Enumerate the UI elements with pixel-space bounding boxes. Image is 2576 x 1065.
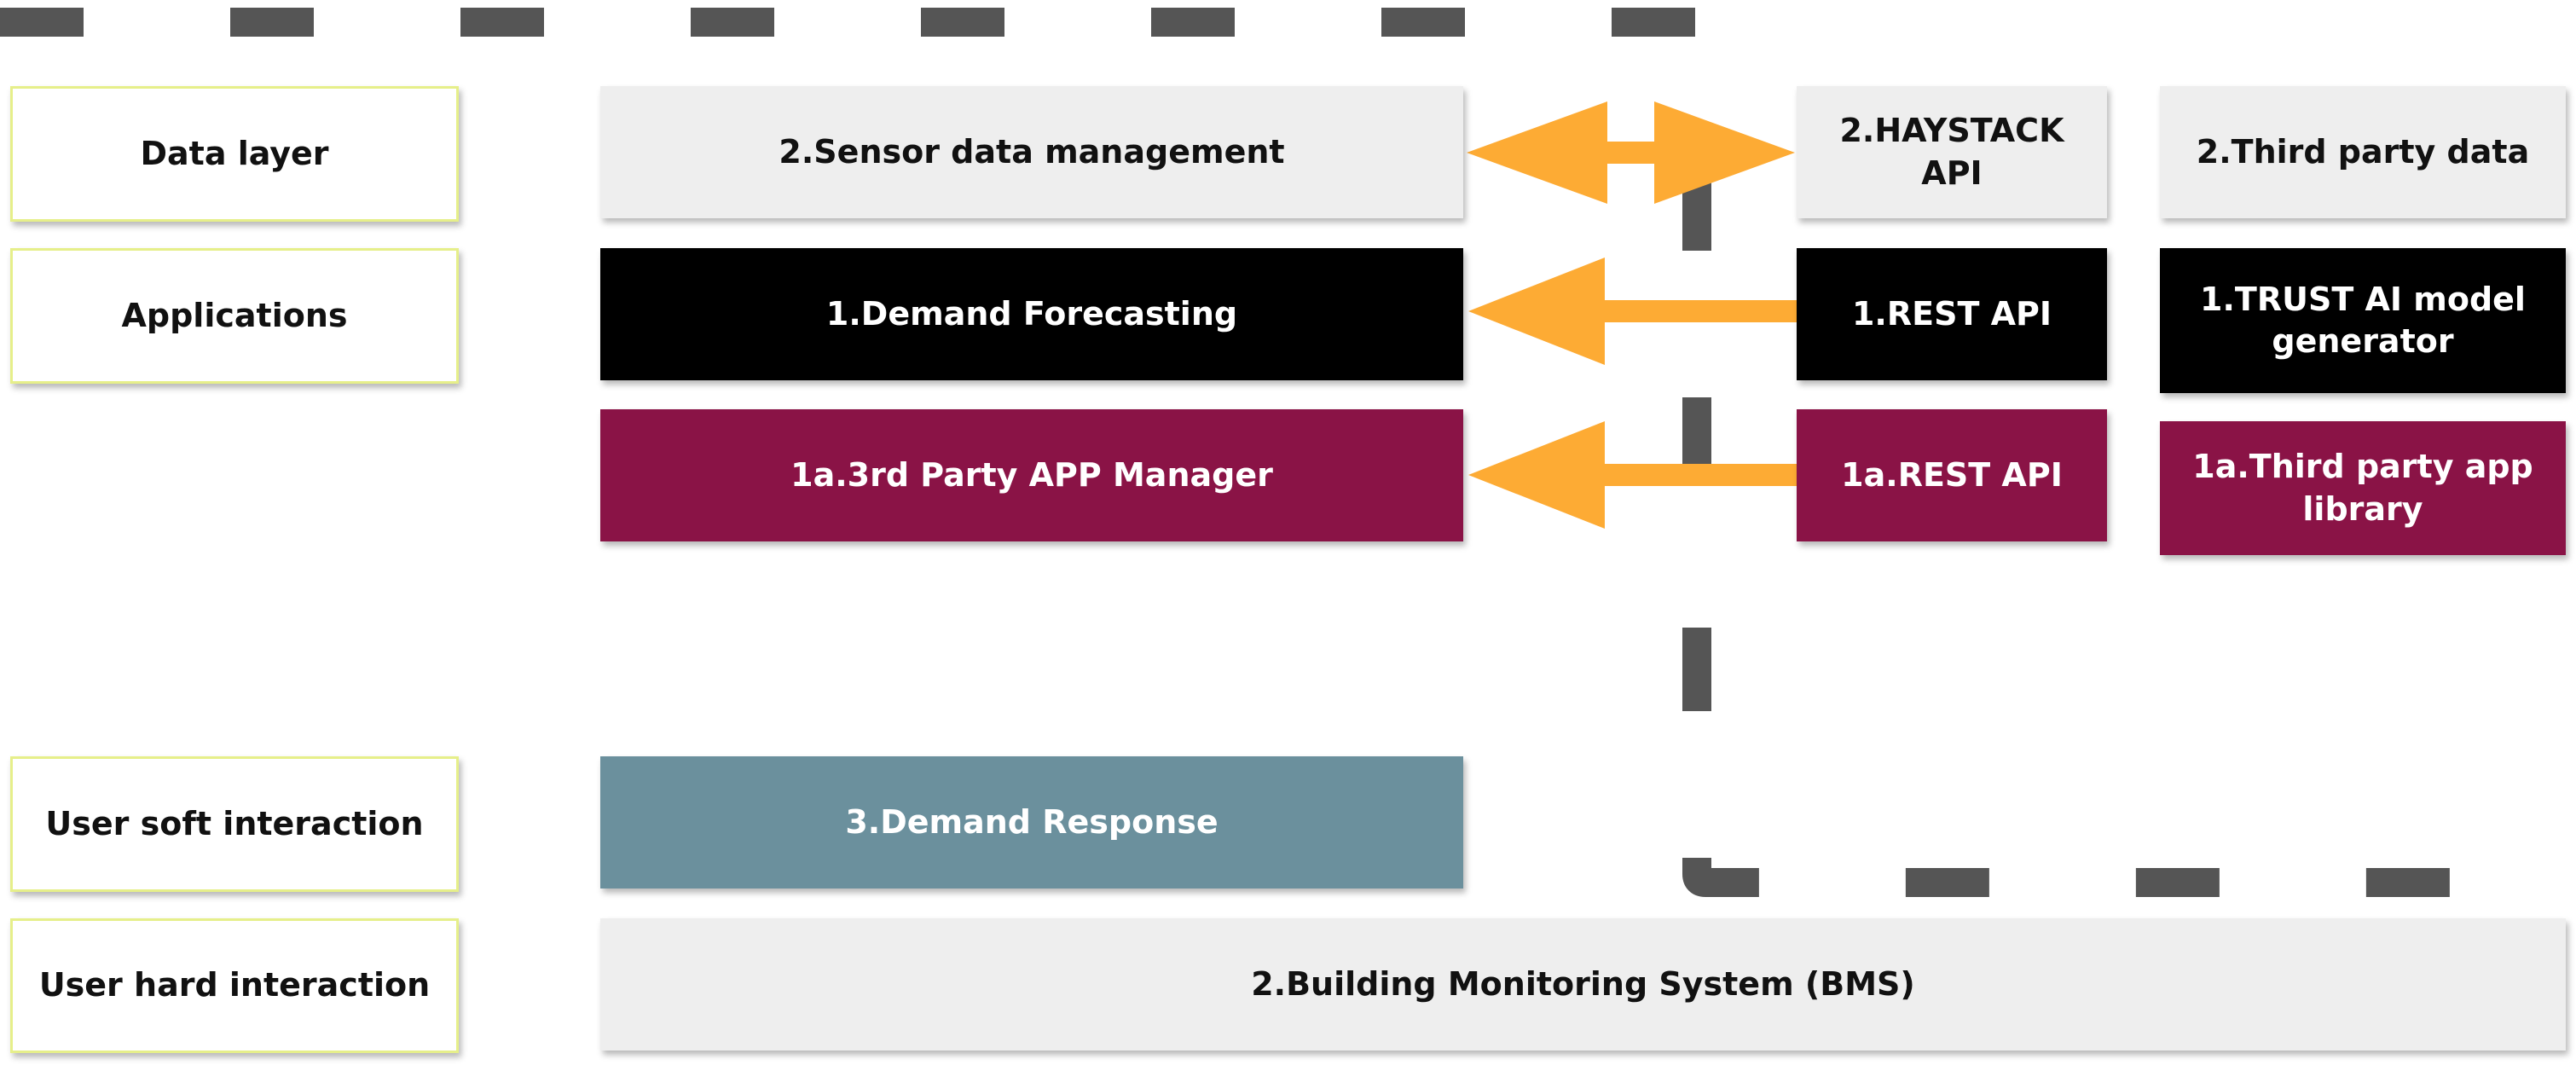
demand-forecasting-label: 1.Demand Forecasting bbox=[825, 294, 1238, 333]
third-party-app-manager-block: 1a.3rd Party APP Manager bbox=[600, 409, 1463, 541]
double-arrow-sensor-haystack bbox=[1467, 101, 1795, 204]
third-party-app-library-block: 1a.Third party app library bbox=[2160, 421, 2566, 555]
arrow-rest-to-app-manager bbox=[1468, 421, 1799, 529]
layer-user-soft: User soft interaction bbox=[10, 756, 459, 892]
layer-data-label: Data layer bbox=[140, 134, 329, 172]
demand-response-label: 3.Demand Response bbox=[845, 802, 1219, 841]
arrow-rest-to-forecasting bbox=[1468, 258, 1799, 365]
trust-ai-model-generator-block: 1.TRUST AI model generator bbox=[2160, 248, 2566, 393]
layer-applications: Applications bbox=[10, 248, 459, 384]
dashed-boundary-line bbox=[0, 8, 2576, 897]
rest-api-label: 1.REST API bbox=[1851, 294, 2052, 333]
third-party-app-manager-label: 1a.3rd Party APP Manager bbox=[790, 455, 1273, 494]
haystack-api-label: 2.HAYSTACK API bbox=[1839, 112, 2064, 192]
rest-api-1a-label: 1a.REST API bbox=[1841, 455, 2063, 494]
sensor-data-management-block: 2.Sensor data management bbox=[600, 86, 1463, 218]
layer-user-soft-label: User soft interaction bbox=[45, 804, 424, 842]
sensor-data-label: 2.Sensor data management bbox=[779, 132, 1285, 171]
bms-block: 2.Building Monitoring System (BMS) bbox=[600, 918, 2566, 1051]
layer-user-hard-label: User hard interaction bbox=[38, 966, 431, 1004]
bms-label: 2.Building Monitoring System (BMS) bbox=[1251, 964, 1915, 1003]
rest-api-block: 1.REST API bbox=[1797, 248, 2107, 380]
rest-api-1a-block: 1a.REST API bbox=[1797, 409, 2107, 541]
demand-response-block: 3.Demand Response bbox=[600, 756, 1463, 888]
layer-data: Data layer bbox=[10, 86, 459, 222]
third-party-data-label: 2.Third party data bbox=[2196, 132, 2530, 171]
third-party-data-block: 2.Third party data bbox=[2160, 86, 2566, 218]
layer-applications-label: Applications bbox=[121, 296, 348, 334]
haystack-api-block: 2.HAYSTACK API bbox=[1797, 86, 2107, 218]
third-party-app-library-label: 1a.Third party app library bbox=[2192, 448, 2533, 528]
layer-user-hard: User hard interaction bbox=[10, 918, 459, 1053]
demand-forecasting-block: 1.Demand Forecasting bbox=[600, 248, 1463, 380]
trust-ai-label: 1.TRUST AI model generator bbox=[2200, 280, 2526, 360]
